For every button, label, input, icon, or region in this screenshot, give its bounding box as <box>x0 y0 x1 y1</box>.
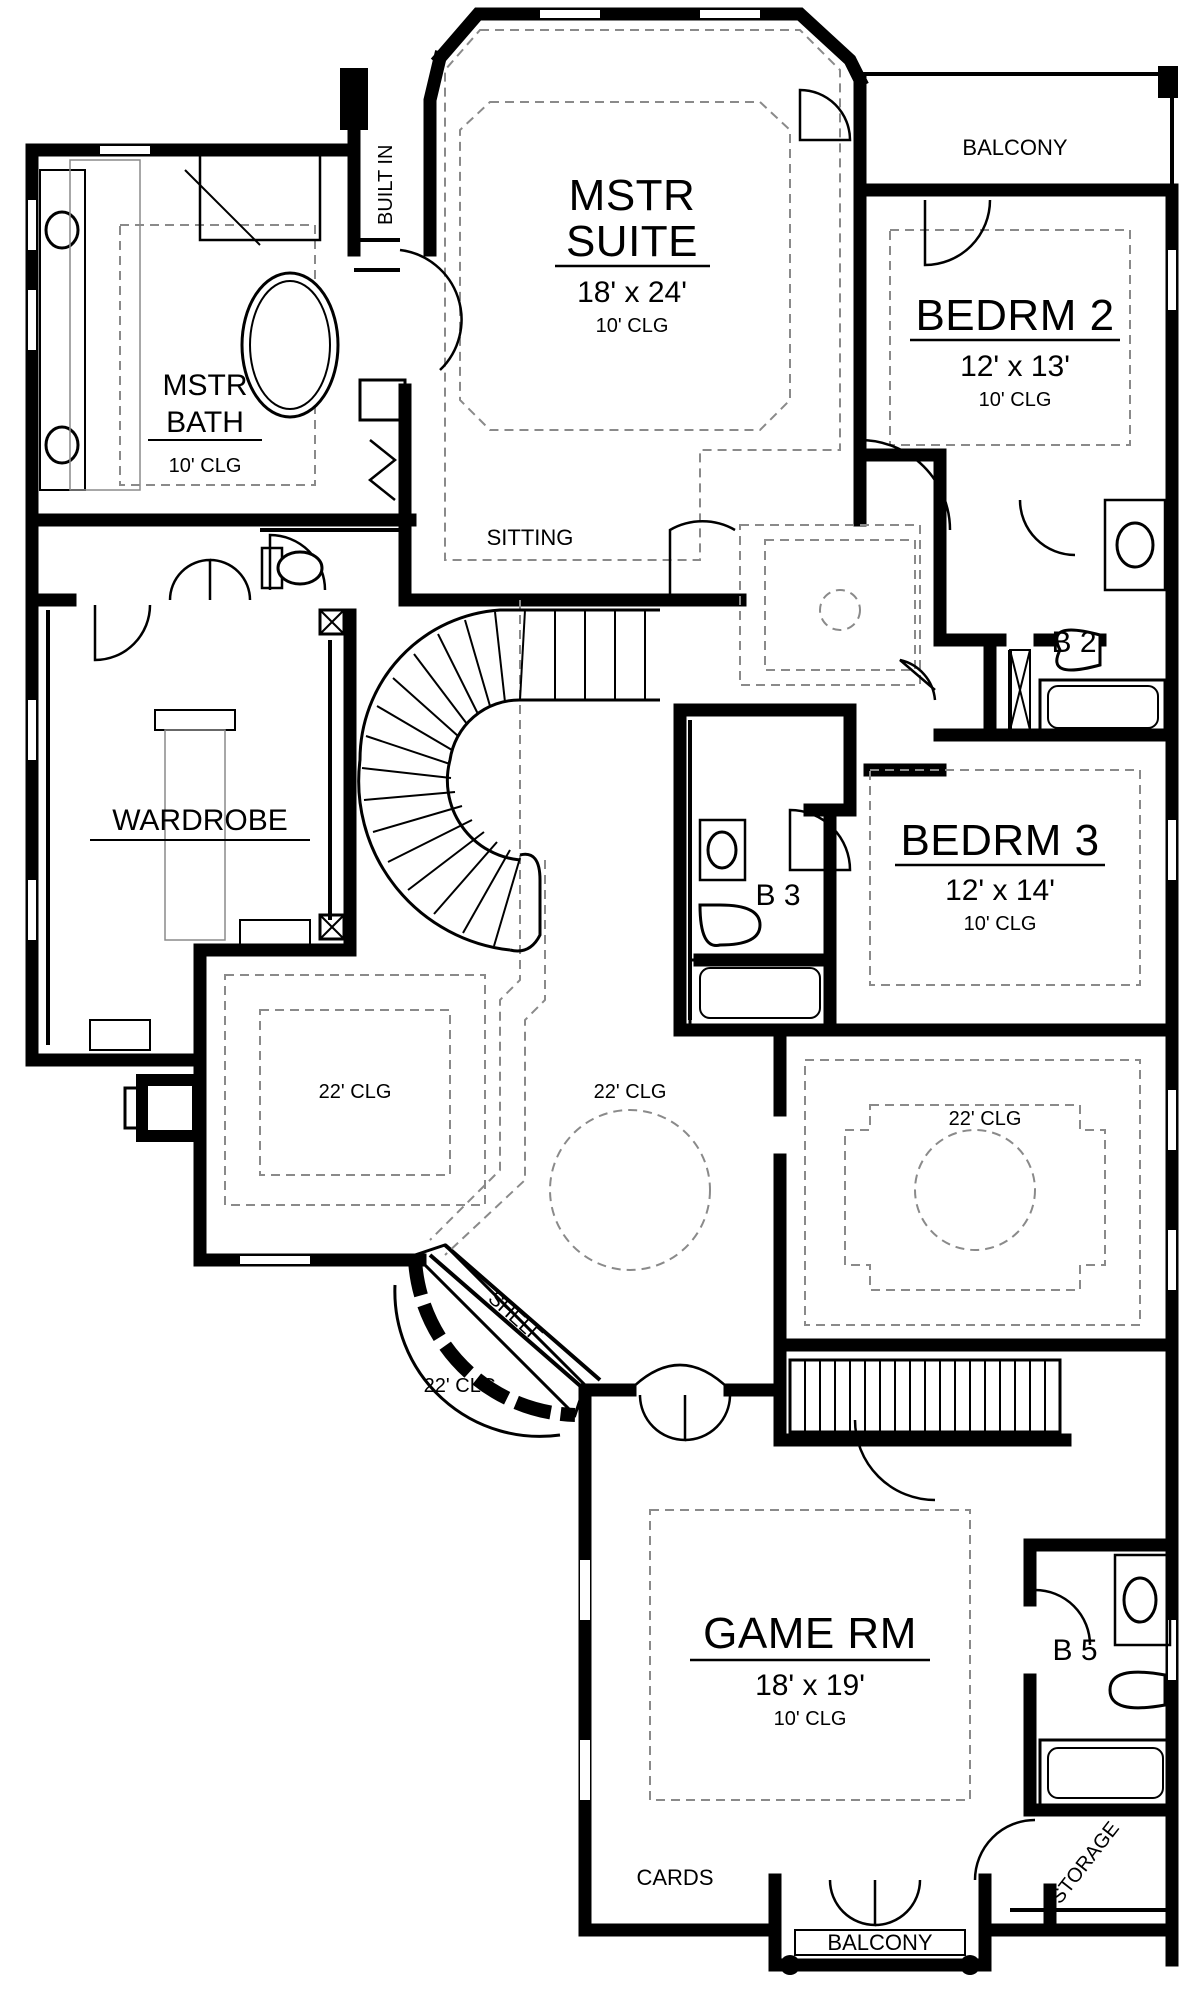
ceiling-outlines <box>119 29 1141 1801</box>
bedrm2-name: BEDRM 2 <box>915 291 1114 340</box>
mstr-suite-name-1: MSTR <box>569 171 696 220</box>
fixtures <box>39 148 1172 1975</box>
shelf-label: SHELF <box>484 1287 547 1346</box>
bedrm3-size: 12' x 14' <box>945 874 1055 907</box>
b3-label: B 3 <box>755 879 800 912</box>
mstr-suite-size: 18' x 24' <box>577 276 687 309</box>
b5-label: B 5 <box>1052 1634 1097 1667</box>
bedrm2-size: 12' x 13' <box>960 350 1070 383</box>
mstr-bath-name-2: BATH <box>166 406 244 439</box>
balcony-bottom-label: BALCONY <box>827 1930 932 1955</box>
mstr-bath-clg: 10' CLG <box>169 455 242 477</box>
right-room-clg: 22' CLG <box>949 1108 1022 1130</box>
round-bay-clg: 22' CLG <box>424 1375 497 1397</box>
room-labels: MSTR SUITE 18' x 24' 10' CLG BUILT IN SI… <box>90 135 1124 1955</box>
mstr-bath-name-1: MSTR <box>163 369 248 402</box>
game-rm-clg: 10' CLG <box>774 1708 847 1730</box>
exterior-walls <box>25 7 1179 1972</box>
round-bay <box>393 1243 602 1438</box>
mstr-suite-name-2: SUITE <box>566 217 698 266</box>
left-room-clg: 22' CLG <box>319 1081 392 1103</box>
bedrm2-clg: 10' CLG <box>979 389 1052 411</box>
doors <box>93 88 1092 1927</box>
balcony-top-label: BALCONY <box>962 135 1067 160</box>
built-in-label: BUILT IN <box>375 145 397 225</box>
bedrm3-name: BEDRM 3 <box>900 816 1099 865</box>
window-breaks <box>28 10 1176 1800</box>
wardrobe-label: WARDROBE <box>112 804 288 837</box>
straight-stair <box>788 1358 1062 1434</box>
b2-label: B 2 <box>1051 626 1096 659</box>
mstr-suite-clg: 10' CLG <box>596 315 669 337</box>
game-rm-name: GAME RM <box>703 1609 917 1658</box>
cards-label: CARDS <box>636 1865 713 1890</box>
bedrm3-clg: 10' CLG <box>964 913 1037 935</box>
hall-clg: 22' CLG <box>594 1081 667 1103</box>
sitting-label: SITTING <box>487 525 574 550</box>
spiral-stair <box>357 608 660 953</box>
storage-label: STORAGE <box>1047 1818 1124 1908</box>
game-rm-size: 18' x 19' <box>755 1669 865 1702</box>
